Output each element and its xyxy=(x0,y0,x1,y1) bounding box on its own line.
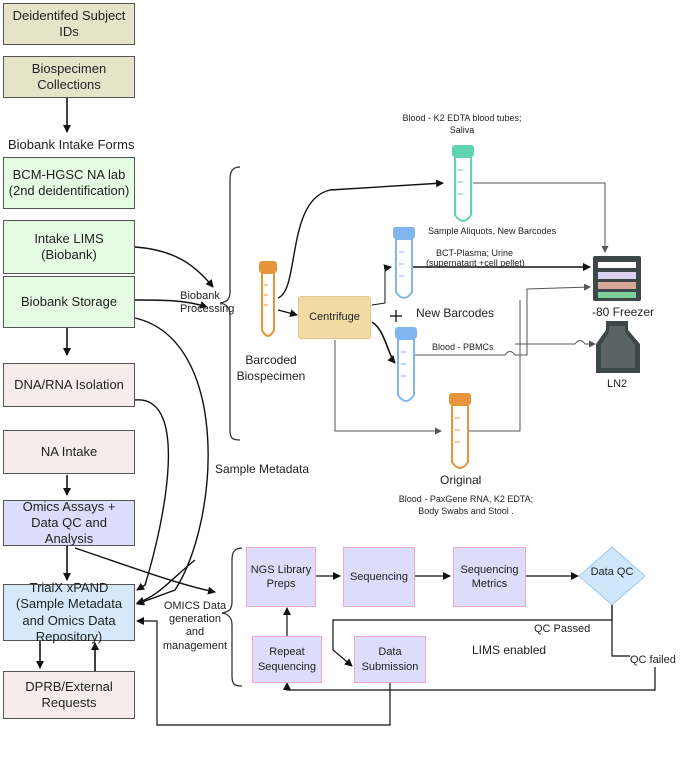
qc-passed-label: QC Passed xyxy=(534,623,591,635)
blood-k2-saliva-label: Blood - K2 EDTA blood tubes; Saliva xyxy=(402,113,522,136)
line-pbmc-to-freezer xyxy=(415,283,591,356)
dprb-requests-box: DPRB/External Requests xyxy=(3,671,135,719)
line-teal-to-freezer xyxy=(473,182,609,253)
dna-rna-isolation-box: DNA/RNA Isolation xyxy=(3,363,135,407)
data-qc-label: Data QC xyxy=(590,566,634,578)
sequencing-box: Sequencing xyxy=(343,547,415,607)
line-original-to-freezer xyxy=(469,300,521,432)
sample-aliquots-label: Sample Aliquots, New Barcodes xyxy=(428,226,557,236)
arrow-to-teal-tube xyxy=(277,179,444,299)
repeat-sequencing-box: Repeat Sequencing xyxy=(252,636,322,683)
bct-plasma-label: BCT-Plasma; Urine xyxy=(436,248,514,258)
ngs-library-box: NGS Library Preps xyxy=(246,547,316,607)
teal-tube-icon xyxy=(452,145,474,222)
freezer-icon xyxy=(593,256,641,301)
supernatant-label: (supernatant +cell pellet) xyxy=(426,258,525,268)
original-tube-icon xyxy=(449,393,471,469)
ln2-icon xyxy=(596,321,640,373)
arrow-submission-to-trialx xyxy=(136,617,391,726)
arrow-centrifuge-to-pbmc-tube xyxy=(371,321,396,364)
arrow-storage-to-processing xyxy=(134,299,208,309)
blood-paxgene-label: Blood - PaxGene RNA, K2 EDTA; xyxy=(398,494,534,504)
arrow-omics-to-generation xyxy=(74,547,216,595)
omics-brace xyxy=(221,547,243,687)
freezer-label: -80 Freezer xyxy=(592,305,655,319)
lims-enabled-label: LIMS enabled xyxy=(472,643,547,657)
line-pbmc-to-ln2 xyxy=(515,340,596,348)
body-swabs-label: Body Swabs and Stool . xyxy=(418,506,514,516)
intake-lims-box: Intake LIMS (Biobank) xyxy=(3,220,135,274)
barcoded-tube-icon xyxy=(259,261,277,337)
ln2-label: LN2 xyxy=(607,378,628,390)
arrow-isolation-to-trialx xyxy=(134,399,170,591)
arrow-qc-failed xyxy=(283,605,656,691)
arrow-centrifuge-to-original xyxy=(334,340,442,435)
qc-failed-label: QC failed xyxy=(630,653,676,668)
new-barcodes-label: New Barcodes xyxy=(416,306,495,320)
biobank-storage-box: Biobank Storage xyxy=(3,276,135,328)
arrow-centrifuge-to-blue-tube xyxy=(371,264,392,306)
barcoded-biospecimen-label: Barcoded Biospecimen xyxy=(236,353,306,383)
biobank-intake-forms-label: Biobank Intake Forms xyxy=(8,137,135,152)
sequencing-metrics-box: Sequencing Metrics xyxy=(453,547,526,607)
arrow-lims-to-processing xyxy=(134,246,214,288)
omics-assays-box: Omics Assays + Data QC and Analysis xyxy=(3,499,135,546)
pbmc-tube-icon xyxy=(395,327,417,402)
deidentified-ids-box: Deidentifed Subject IDs xyxy=(3,3,135,45)
centrifuge-box: Centrifuge xyxy=(298,296,371,339)
biobank-processing-label: Biobank Processing xyxy=(180,290,235,316)
bcm-hgsc-box: BCM-HGSC NA lab (2nd deidentification) xyxy=(3,157,135,209)
blue-tube-icon xyxy=(393,227,415,299)
na-intake-box: NA Intake xyxy=(3,430,135,474)
original-label: Original xyxy=(440,473,482,487)
biobank-brace xyxy=(219,166,241,441)
omics-generation-label: OMICS Data generation and management xyxy=(162,600,228,652)
arrow-storage-to-trialx xyxy=(134,317,209,606)
arrow-generation-to-trialx xyxy=(136,559,196,605)
sample-metadata-label: Sample Metadata xyxy=(215,462,310,476)
arrow-to-centrifuge xyxy=(277,309,298,318)
blood-pbmcs-label: Blood - PBMCs xyxy=(432,342,494,352)
data-submission-box: Data Submission xyxy=(354,636,426,683)
trialx-xpand-box: TrialX xPAND (Sample Metadata and Omics … xyxy=(3,580,135,644)
biospecimen-collections-box: Biospecimen Collections xyxy=(3,56,135,98)
